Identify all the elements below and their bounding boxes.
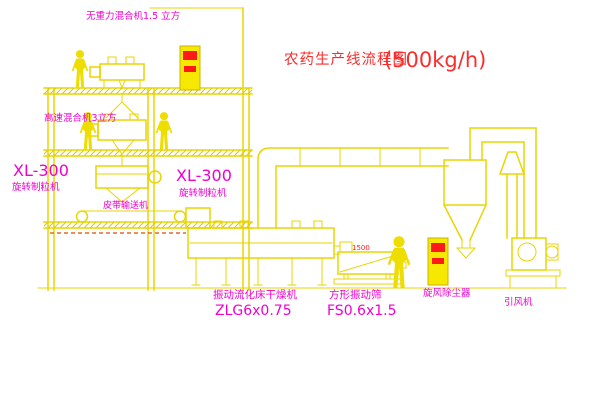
label-granulator-left-model: XL-300 <box>13 161 69 180</box>
worker-figure-top <box>71 49 89 89</box>
label-belt-conveyor: 皮带输送机 <box>103 199 148 211</box>
label-fan: 引风机 <box>504 296 533 308</box>
rotary-granulator <box>95 165 162 209</box>
label-cyclone: 旋风除尘器 <box>423 287 471 299</box>
label-sieve-model: FS0.6x1.5 <box>327 303 397 319</box>
exhaust-duct <box>257 147 449 229</box>
diagram-title-capacity: (500kg/h) <box>384 48 486 72</box>
label-gravity-mixer: 无重力混合机1.5 立方 <box>86 10 180 22</box>
induced-draft-fan <box>505 237 561 289</box>
label-dryer-model: ZLG6x0.75 <box>215 303 292 319</box>
control-cabinet-top <box>179 45 201 91</box>
scaffold-structure <box>43 7 253 291</box>
high-speed-mixer <box>85 113 147 167</box>
worker-figure-level2-right <box>155 111 173 151</box>
label-dryer-name: 振动流化床干燥机 <box>213 288 297 301</box>
label-dimension-1500: 1500 <box>352 244 370 252</box>
label-sieve-name: 方形振动筛 <box>329 288 382 301</box>
label-granulator-right-name: 旋转制粒机 <box>179 187 227 199</box>
fluid-bed-dryer <box>185 207 341 286</box>
diagram-title: 农药生产线流程图 <box>284 51 408 68</box>
labels: 农药生产线流程图 (500kg/h) 无重力混合机1.5 立方 高速混合机3立方… <box>12 10 533 319</box>
label-high-speed-mixer: 高速混合机3立方 <box>44 112 117 124</box>
exhaust-stack <box>498 151 526 239</box>
label-granulator-right-model: XL-300 <box>176 166 232 185</box>
cyclone-separator <box>442 127 537 259</box>
label-granulator-left-name: 旋转制粒机 <box>12 181 60 193</box>
belt-conveyor <box>75 210 187 223</box>
gravity-free-mixer <box>89 56 145 119</box>
control-cabinet-right <box>427 237 449 286</box>
